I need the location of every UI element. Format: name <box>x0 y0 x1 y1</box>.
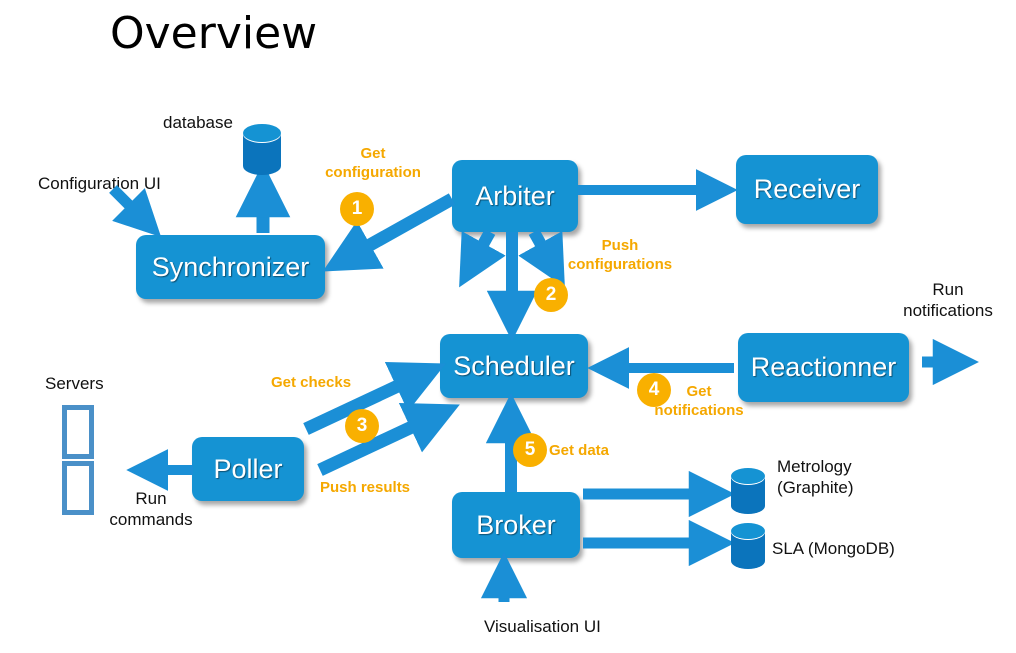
badge-step-3: 3 <box>345 409 379 443</box>
badge-step-5-value: 5 <box>524 439 536 460</box>
node-scheduler-label: Scheduler <box>453 350 575 381</box>
caption-metrology: Metrology (Graphite) <box>777 457 854 497</box>
server-rect-2 <box>62 461 94 515</box>
node-broker[interactable]: Broker <box>452 492 580 558</box>
label-get-notifications: Get notifications <box>654 383 744 419</box>
node-poller-label: Poller <box>213 453 283 484</box>
label-get-data: Get data <box>549 442 610 459</box>
node-synchronizer-label: Synchronizer <box>151 251 310 282</box>
badge-step-4: 4 <box>637 373 671 407</box>
badge-step-3-value: 3 <box>356 415 368 436</box>
node-arbiter[interactable]: Arbiter <box>452 160 578 232</box>
database-icon <box>241 122 283 176</box>
node-broker-label: Broker <box>476 509 556 540</box>
node-receiver[interactable]: Receiver <box>736 155 878 224</box>
server-rect-1 <box>62 405 94 459</box>
label-push-results: Push results <box>320 479 411 496</box>
metrology-database-icon <box>729 466 767 516</box>
node-reactionner-label: Reactionner <box>750 352 897 382</box>
node-scheduler[interactable]: Scheduler <box>440 334 588 398</box>
node-poller[interactable]: Poller <box>192 437 304 501</box>
arrow-poller-push-results <box>317 402 460 476</box>
arrow-arbiter-push-left <box>459 229 506 288</box>
caption-configuration-ui: Configuration UI <box>38 174 161 193</box>
badge-step-1: 1 <box>340 192 374 226</box>
sla-database-icon <box>729 521 767 571</box>
page-title: Overview <box>110 8 318 59</box>
label-get-checks: Get checks <box>271 374 352 391</box>
label-push-configurations: Push configurations <box>567 237 673 273</box>
badge-step-2-value: 2 <box>545 284 557 305</box>
caption-run-notifications: Run notifications <box>903 280 993 320</box>
badge-step-2: 2 <box>534 278 568 312</box>
node-arbiter-label: Arbiter <box>475 180 555 211</box>
node-reactionner[interactable]: Reactionner <box>738 333 909 402</box>
badge-step-4-value: 4 <box>648 379 660 400</box>
label-get-configuration: Get configuration <box>325 145 421 181</box>
caption-servers: Servers <box>45 374 104 393</box>
caption-database: database <box>163 113 233 132</box>
node-receiver-label: Receiver <box>753 174 861 204</box>
caption-run-commands: Run commands <box>109 489 193 529</box>
arrow-configuration-ui-to-synchronizer <box>109 185 162 238</box>
caption-sla: SLA (MongoDB) <box>772 539 895 558</box>
node-synchronizer[interactable]: Synchronizer <box>136 235 325 299</box>
caption-visualisation-ui: Visualisation UI <box>484 617 601 636</box>
badge-step-1-value: 1 <box>351 198 363 219</box>
badge-step-5: 5 <box>513 433 547 467</box>
